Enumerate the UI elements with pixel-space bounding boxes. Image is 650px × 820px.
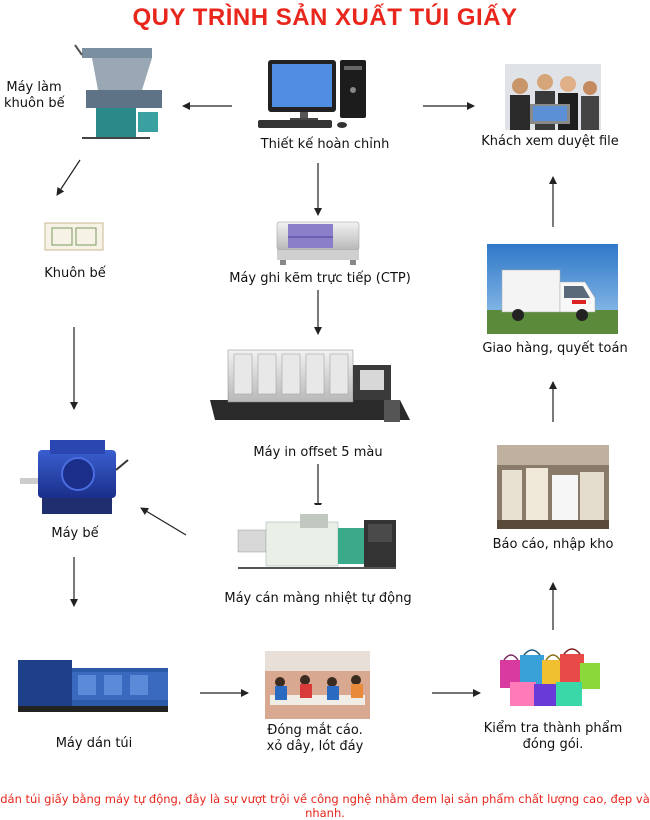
label-die-machine-line2: khuôn bế [4,96,65,111]
label-ctp: Máy ghi kẽm trực tiếp (CTP) [229,271,411,286]
footer-note: dán túi giấy bằng máy tự động, đây là sự… [0,792,650,820]
arrows [56,102,557,697]
label-customer: Khách xem duyệt file [481,134,619,149]
paper-bags-icon [500,648,600,706]
laminating-machine-icon [231,505,403,585]
arrow-die-machine-to-mold [56,159,81,196]
label-die-mold: Khuôn bế [44,266,106,281]
arrow-laminating-to-cutting [140,507,187,536]
delivery-truck-icon [487,244,618,334]
label-gluing: Máy dán túi [55,736,133,751]
label-die-machine-line1: Máy làm [6,80,62,95]
die-making-machine-icon [74,44,162,139]
offset-press-icon [210,349,410,422]
label-inspection-line1: Kiểm tra thành phẩm [483,721,623,736]
label-report: Báo cáo, nhập kho [492,537,614,552]
label-laminating: Máy cán màng nhiệt tự động [224,591,412,606]
page-title: QUY TRÌNH SẢN XUẤT TÚI GIẤY [132,4,518,31]
die-mold-icon [44,222,104,251]
label-delivery: Giao hàng, quyết toán [482,341,628,356]
workers-icon [265,651,370,719]
warehouse-icon [497,445,609,529]
bag-gluing-machine-icon [18,660,168,712]
label-offset: Máy in offset 5 màu [253,445,383,460]
label-cutting: Máy bế [51,526,99,541]
people-laptop-icon [505,64,601,130]
label-handwork-line2: xỏ dây, lót đáy [266,739,364,754]
label-handwork-line1: Đóng mắt cáo. [267,723,363,738]
label-inspection-line2: đóng gói. [522,737,584,752]
label-design: Thiết kế hoàn chỉnh [260,137,390,152]
ctp-machine-icon [276,221,360,265]
computer-icon [258,60,366,128]
die-cutting-machine-icon [20,440,129,514]
